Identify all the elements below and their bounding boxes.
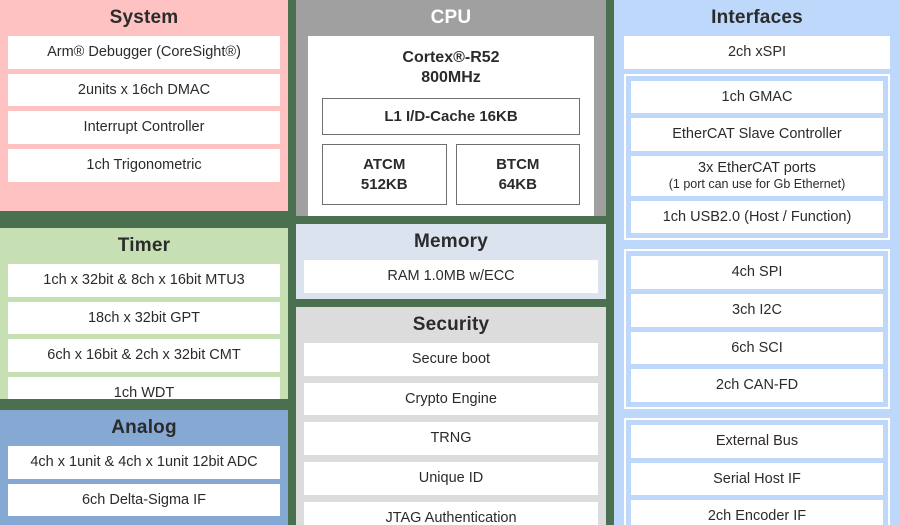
cpu-atcm-name: ATCM (363, 156, 406, 173)
interfaces-item-spi: 4ch SPI (631, 256, 883, 290)
interfaces-item-ethercat-ports-label: 3x EtherCAT ports (698, 160, 816, 177)
timer-item-wdt: 1ch WDT (8, 377, 280, 399)
interfaces-group-serial: 4ch SPI 3ch I2C 6ch SCI 2ch CAN-FD (624, 249, 890, 410)
analog-title: Analog (111, 417, 177, 438)
system-panel: System Arm® Debugger (CoreSight®) 2units… (0, 0, 288, 211)
interfaces-item-gmac: 1ch GMAC (631, 80, 883, 114)
interfaces-item-usb2: 1ch USB2.0 (Host / Function) (631, 200, 883, 234)
system-item-interrupt-controller: Interrupt Controller (8, 111, 280, 145)
cpu-panel: CPU Cortex®-R52 800MHz L1 I/D-Cache 16KB… (296, 0, 606, 216)
memory-item-ram: RAM 1.0MB w/ECC (304, 260, 598, 293)
interfaces-item-encoder-if: 2ch Encoder IF (631, 500, 883, 525)
cpu-btcm-box: BTCM 64KB (455, 144, 580, 205)
analog-panel: Analog 4ch x 1unit & 4ch x 1unit 12bit A… (0, 410, 288, 525)
cpu-core-block: Cortex®-R52 800MHz L1 I/D-Cache 16KB ATC… (308, 36, 594, 216)
security-item-trng: TRNG (304, 422, 598, 456)
cpu-core-identity: Cortex®-R52 800MHz (322, 48, 580, 98)
interfaces-item-serial-host-if: Serial Host IF (631, 462, 883, 496)
timer-item-gpt: 18ch x 32bit GPT (8, 301, 280, 335)
interfaces-item-ethercat-ports-note: (1 port can use for Gb Ethernet) (668, 176, 846, 191)
cpu-core-frequency-label: 800MHz (421, 69, 481, 86)
timer-item-mtu3: 1ch x 32bit & 8ch x 16bit MTU3 (8, 264, 280, 297)
cpu-atcm-box: ATCM 512KB (322, 144, 447, 205)
security-item-jtag-authentication: JTAG Authentication (304, 501, 598, 525)
cpu-btcm-name: BTCM (496, 156, 540, 173)
interfaces-item-ethercat-ports: 3x EtherCAT ports (1 port can use for Gb… (631, 156, 883, 196)
interfaces-item-xspi: 2ch xSPI (624, 36, 890, 69)
cpu-tcm-row: ATCM 512KB BTCM 64KB (322, 144, 580, 205)
timer-panel: Timer 1ch x 32bit & 8ch x 16bit MTU3 18c… (0, 228, 288, 399)
cpu-btcm-size: 64KB (498, 175, 537, 193)
system-item-dmac: 2units x 16ch DMAC (8, 73, 280, 107)
interfaces-title: Interfaces (711, 7, 803, 28)
interfaces-item-i2c: 3ch I2C (631, 294, 883, 327)
interfaces-item-sci: 6ch SCI (631, 331, 883, 365)
cpu-title: CPU (430, 7, 472, 28)
system-item-arm-debugger: Arm® Debugger (CoreSight®) (8, 36, 280, 69)
cpu-core-name-label: Cortex®-R52 (402, 49, 500, 66)
memory-panel: Memory RAM 1.0MB w/ECC (296, 224, 606, 299)
system-title: System (109, 7, 179, 28)
security-item-unique-id: Unique ID (304, 462, 598, 495)
security-item-secure-boot: Secure boot (304, 343, 598, 376)
cpu-l1-cache-box: L1 I/D-Cache 16KB (322, 98, 580, 135)
analog-item-delta-sigma: 6ch Delta-Sigma IF (8, 483, 280, 517)
cpu-atcm-size: 512KB (360, 175, 408, 193)
security-item-crypto-engine: Crypto Engine (304, 382, 598, 416)
memory-title: Memory (413, 231, 489, 252)
interfaces-item-external-bus: External Bus (631, 425, 883, 458)
system-item-trigonometric: 1ch Trigonometric (8, 149, 280, 182)
timer-title: Timer (117, 235, 171, 256)
interfaces-item-ethercat-slave-controller: EtherCAT Slave Controller (631, 118, 883, 152)
interfaces-group-network: 1ch GMAC EtherCAT Slave Controller 3x Et… (624, 73, 890, 241)
security-panel: Security Secure boot Crypto Engine TRNG … (296, 307, 606, 525)
interfaces-item-can-fd: 2ch CAN-FD (631, 369, 883, 403)
interfaces-panel: Interfaces 2ch xSPI 1ch GMAC EtherCAT Sl… (614, 0, 900, 525)
analog-item-adc: 4ch x 1unit & 4ch x 1unit 12bit ADC (8, 446, 280, 479)
timer-item-cmt: 6ch x 16bit & 2ch x 32bit CMT (8, 339, 280, 373)
security-title: Security (412, 314, 490, 335)
interfaces-group-bus: External Bus Serial Host IF 2ch Encoder … (624, 418, 890, 525)
